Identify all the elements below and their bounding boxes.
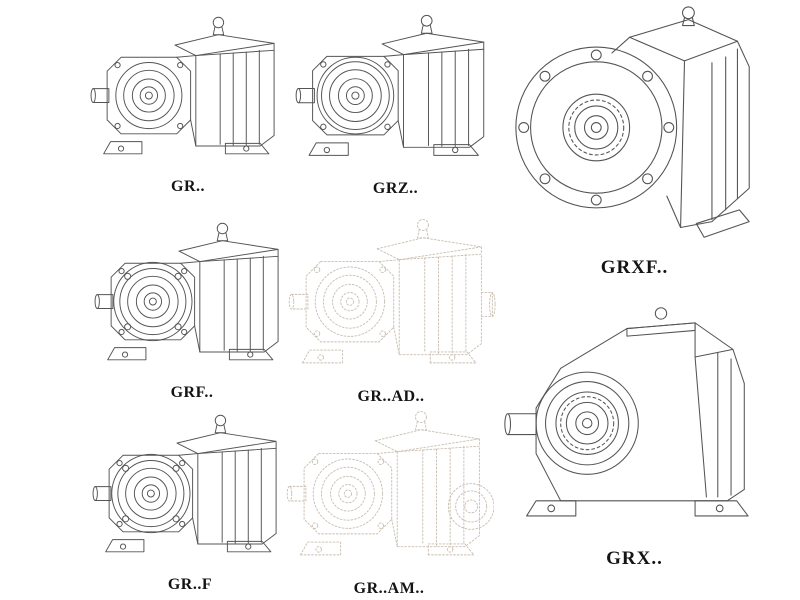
model-label-grf: GRF.. [170,384,214,401]
input-adapter-shaft [480,292,496,317]
model-cell-grx: GRX.. [502,302,767,570]
model-cell-grz: GRZ.. [293,10,498,198]
motor-mounting-flange [447,483,494,530]
model-label-grxf: GRXF.. [600,257,669,278]
model-label-grz: GRZ.. [372,180,419,197]
model-cell-gr: GR.. [88,12,288,196]
model-cell-grf: GRF.. [92,218,292,402]
model-label-grad: GR..AD.. [357,388,425,405]
grxf-gearbox-illustration [502,2,767,252]
model-label-grx: GRX.. [606,548,663,569]
grf-gearbox-illustration [92,218,292,379]
gram-gearbox-illustration [284,406,494,575]
gr-gearbox-illustration [88,12,288,173]
model-cell-gram: GR..AM.. [284,406,494,598]
model-label-grff: GR..F [167,576,213,593]
grx-gearbox-illustration [502,302,767,534]
model-cell-grxf: GRXF.. [502,2,767,279]
grz-gearbox-illustration [293,10,498,175]
model-cell-grff: GR..F [90,410,290,594]
grad-gearbox-illustration [286,214,496,383]
model-label-gram: GR..AM.. [353,580,425,597]
grf-foot-gearbox-illustration [90,410,290,571]
model-label-gr: GR.. [171,178,205,195]
model-cell-grad: GR..AD.. [286,214,496,406]
